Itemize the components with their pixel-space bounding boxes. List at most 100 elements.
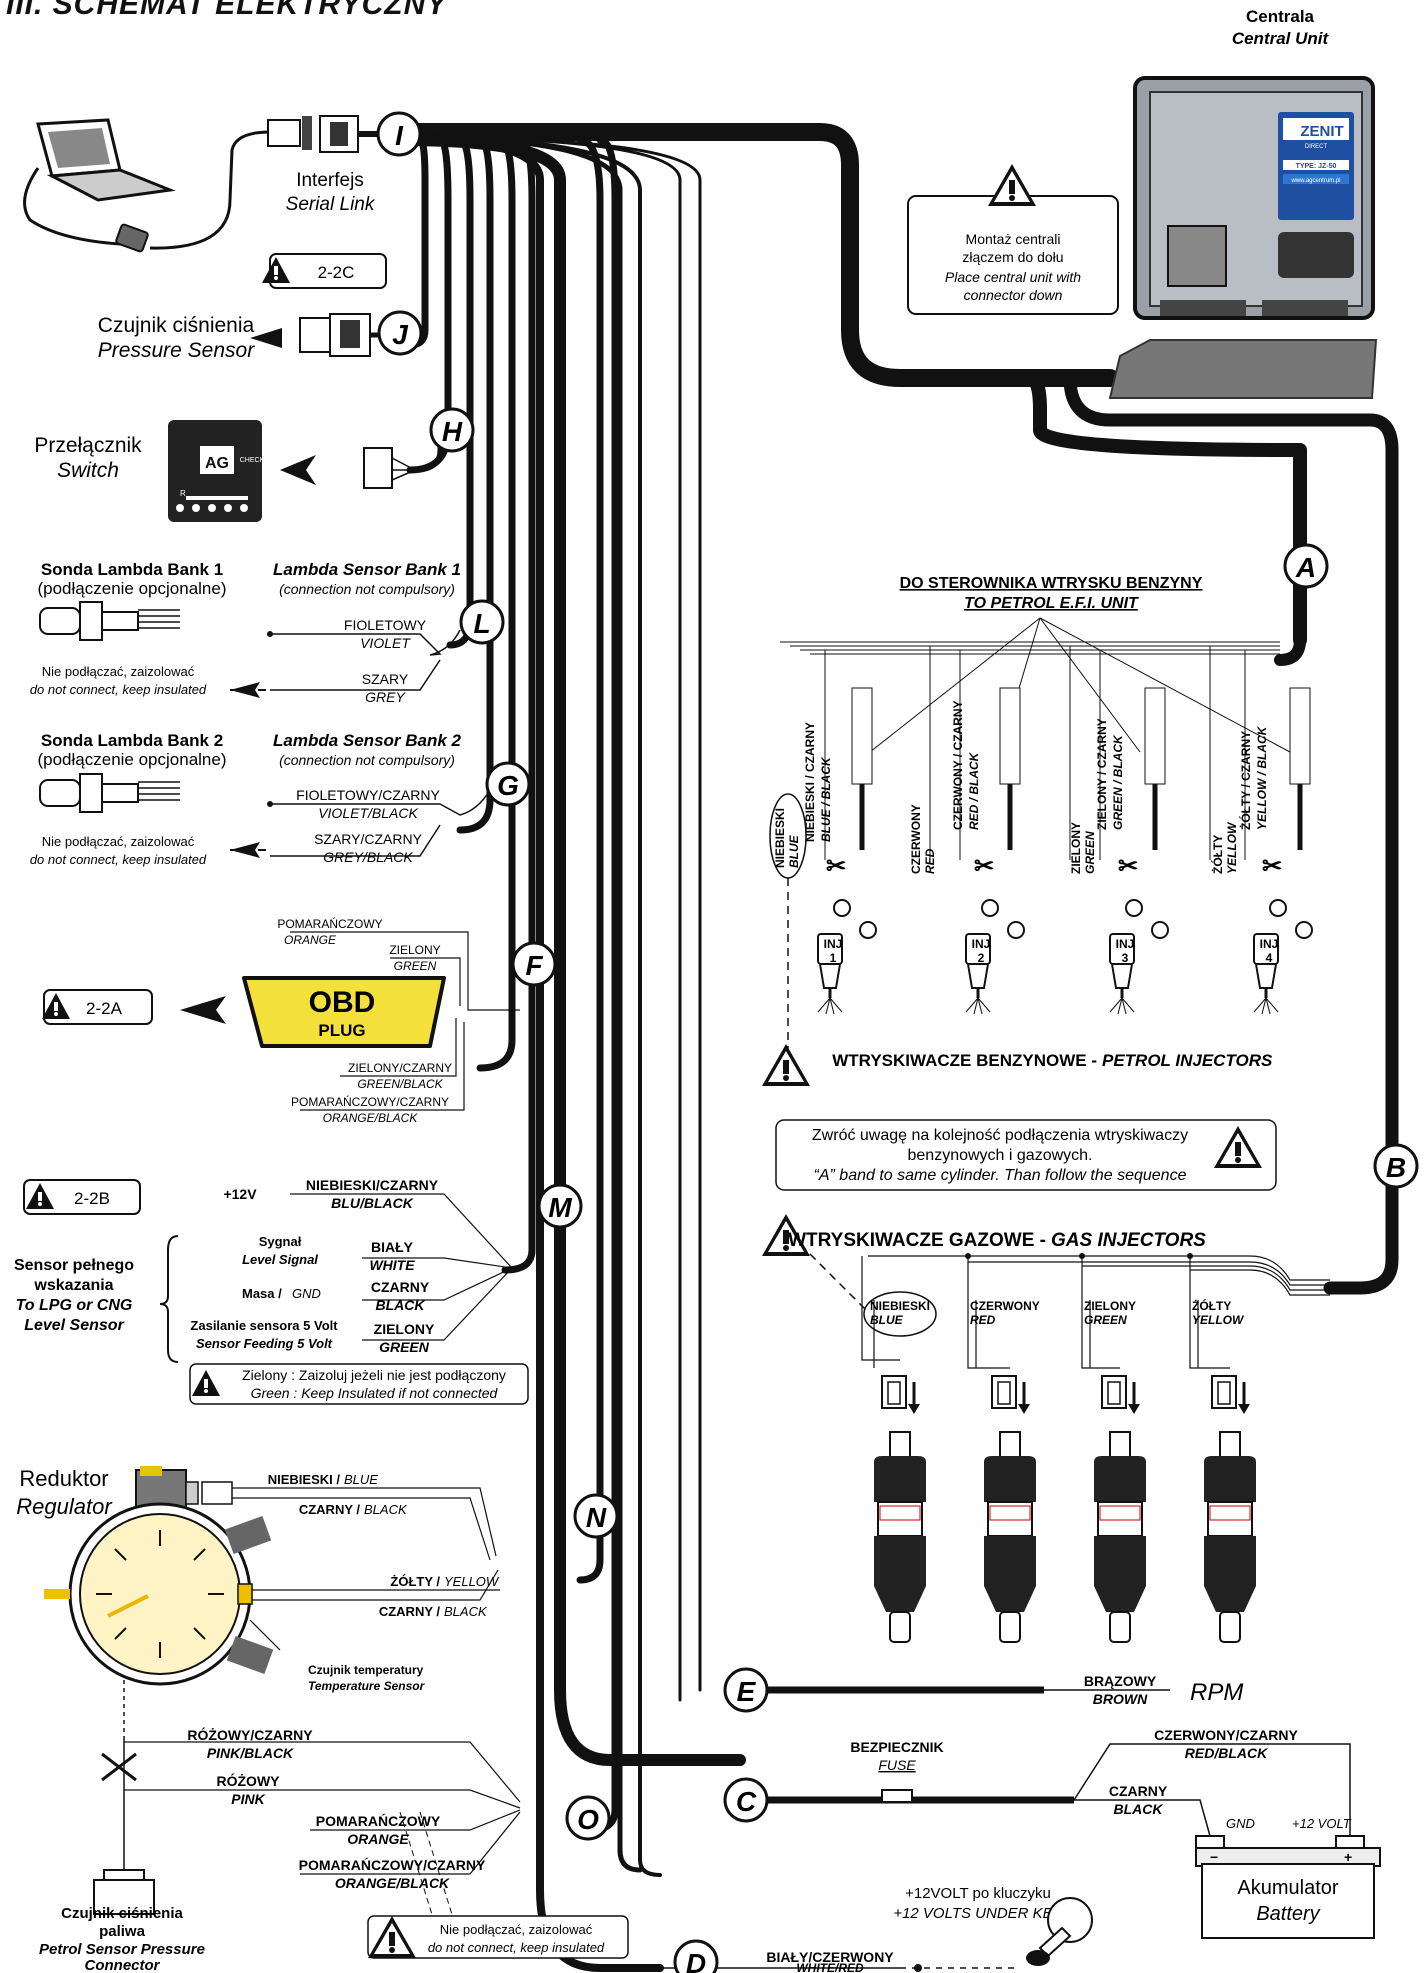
level-w3-en: BLACK [376,1297,426,1313]
efi-w1-h1: NIEBIESKI [773,808,787,868]
efi-w4-h1: ŻÓŁTY [1210,835,1225,874]
rpm-wire-en: BROWN [1093,1691,1148,1707]
lambda1-sub-pl: (podłączenie opcjonalne) [37,579,226,598]
tag-c: C [736,1786,757,1817]
efi-w2-h2: RED [923,848,937,874]
sequence-note-l1: Zwróć uwagę na kolejność podłączenia wtr… [812,1127,1188,1144]
regulator-temp-pl: Czujnik temperatury [308,1663,424,1677]
level-s2: wskazania [33,1277,113,1294]
lambda1-sub-en: (connection not compulsory) [279,581,455,597]
mount-note-box [907,164,1119,315]
pressure-label-en: Pressure Sensor [98,339,255,362]
obd-w1-en: ORANGE [284,933,337,947]
gas-injector-1 [873,1374,927,1643]
lambda2-title-en: Lambda Sensor Bank 2 [273,731,462,750]
efi-w3-h2: GREEN [1083,831,1097,874]
lambda1-grey-pl: SZARY [362,671,409,687]
obd-w2-en: GREEN [394,959,437,973]
level-note-pl: Zielony : Zaizoluj jeżeli nie jest podłą… [242,1367,506,1383]
central-brand: ZENIT [1300,123,1343,140]
switch-label-en: Switch [57,459,119,482]
lambda2-note-en: do not connect, keep insulated [30,852,207,867]
inj-3-num: 3 [1122,951,1129,965]
petrol-sensor-label-3: Petrol Sensor Pressure [39,1941,205,1958]
ref-2-2c-label: 2-2C [318,263,355,282]
petrol-sensor-label-4: Connector [85,1957,161,1973]
petrol-injectors-pl: WTRYSKIWACZE BENZYNOWE - [832,1051,1097,1070]
efi-w4-v2: YELLOW / BLACK [1255,725,1269,830]
level-w4-pl: ZIELONY [374,1321,435,1337]
level-w3-pl: CZARNY [371,1279,430,1295]
level-w2-pl: BIAŁY [371,1239,414,1255]
petrol-sensor-w1-en: PINK/BLACK [207,1745,294,1761]
lambda2-title-pl: Sonda Lambda Bank 2 [41,731,223,750]
ref-2-2c [262,253,387,289]
scissors-icon: ✂ [974,853,994,880]
lambda1-note-pl: Nie podłączać, zaizolować [42,664,195,679]
level-note-box [189,1363,529,1405]
tag-e: E [737,1676,757,1707]
fuse-icon [881,1789,913,1803]
lambda2-grey-en: GREY/BLACK [323,849,413,865]
efi-w4-h2: YELLOW [1225,821,1239,874]
level-s4: Level Sensor [24,1317,124,1334]
level-s3: To LPG or CNG [16,1297,133,1314]
obd-w2-pl: ZIELONY [389,943,440,957]
arrow-left-icon [230,842,260,858]
gas-w2-pl: CZERWONY [970,1299,1040,1313]
central-unit [1108,76,1378,399]
petrol-injector-2 [964,687,1021,1016]
lambda1-violet-pl: FIOLETOWY [344,617,427,633]
tag-h: H [442,416,463,447]
petrol-sensor-label-2: paliwa [99,1923,146,1940]
switch-panel [168,420,262,522]
ref-2-2a [42,989,153,1025]
regulator-w1-pl: NIEBIESKI / [268,1472,341,1487]
serial-link-connector [267,115,395,153]
scissors-icon: ✂ [826,853,846,880]
central-type: TYPE: JZ-50 [1296,163,1337,170]
mount-note-l3: Place central unit with [945,269,1081,285]
ignition-key-icon [1026,1897,1093,1966]
efi-wires [780,617,1291,860]
level-12v: +12V [223,1186,257,1202]
obd-w4-en: ORANGE/BLACK [323,1111,419,1125]
petrol-sensor-note-en: do not connect, keep insulated [428,1940,605,1955]
level-w1-en: BLU/BLACK [331,1195,414,1211]
fuse-label-en: FUSE [878,1757,916,1773]
petrol-sensor-w3-en: ORANGE [347,1831,409,1847]
regulator-temp-en: Temperature Sensor [308,1679,426,1693]
efi-w3-v1: ZIELONY / CZARNY [1095,718,1109,830]
obd-w3-en: GREEN/BLACK [357,1077,443,1091]
petrol-injector-4 [1252,687,1311,1016]
fuse-label-pl: BEZPIECZNIK [850,1739,943,1755]
arrow-left-icon [180,996,226,1024]
obd-w4-pl: POMARAŃCZOWY/CZARNY [291,1094,449,1109]
petrol-sensor-label-1: Czujnik ciśnienia [61,1905,183,1922]
petrol-sensor-w2-en: PINK [231,1791,265,1807]
lambda1-title-pl: Sonda Lambda Bank 1 [41,560,223,579]
petrol-injector-1 [816,687,873,1016]
efi-w1-v2: BLUE / BLACK [819,756,833,842]
scissors-icon: ✂ [1118,853,1138,880]
gas-w4-pl: ŻÓŁTY [1192,1298,1231,1313]
lambda1-title-en: Lambda Sensor Bank 1 [273,560,461,579]
efi-w2-v1: CZERWONY / CZARNY [951,700,965,830]
lambda2-violet-pl: FIOLETOWY/CZARNY [296,787,440,803]
inj-2-label: INJ [972,937,991,951]
tag-i: I [395,120,404,151]
central-label-pl: Centrala [1246,7,1315,26]
lambda2-note-pl: Nie podłączać, zaizolować [42,834,195,849]
tag-o: O [577,1804,599,1835]
central-brand-sub: DIRECT [1305,144,1328,150]
level-s1: Sensor pełnego [14,1257,134,1274]
mount-note-l2: złączem do dołu [962,249,1063,265]
battery-label-en: Battery [1256,1903,1320,1925]
switch-r: R [180,489,186,498]
gas-w4-en: YELLOW [1192,1313,1245,1327]
gas-wires [861,1255,1330,1369]
regulator-w3-en: YELLOW [444,1574,500,1589]
regulator-w4-en: BLACK [444,1604,488,1619]
obd-w1-pl: POMARAŃCZOWY [277,916,382,931]
petrol-injector-3 [1108,687,1166,1016]
